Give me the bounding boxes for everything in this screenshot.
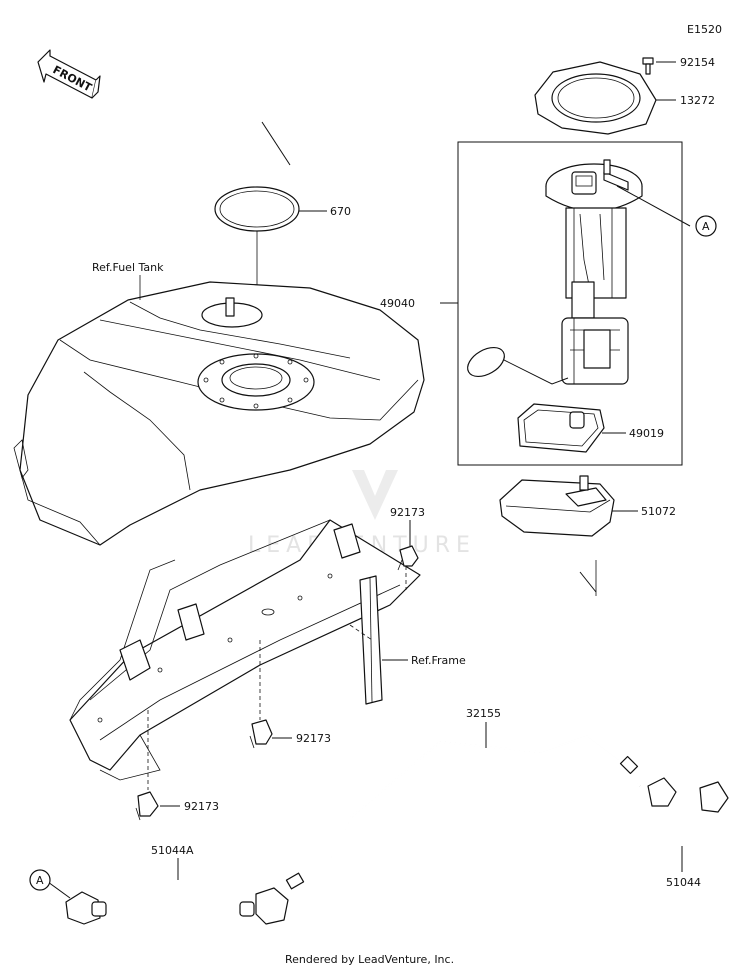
- hose-51044a: [47, 858, 289, 925]
- part-label-51072: 51072: [641, 505, 676, 518]
- fuel-line-32155: [285, 722, 641, 890]
- label-ref-fuel-tank: Ref.Fuel Tank: [92, 261, 164, 274]
- plate-13272: [534, 61, 676, 135]
- diagram-code: E1520: [687, 23, 722, 36]
- part-label-49019: 49019: [629, 427, 664, 440]
- clip-92173-mid: [249, 640, 292, 749]
- part-label-32155: 32155: [466, 707, 501, 720]
- callout-a-pump: A: [695, 215, 717, 237]
- clip-92173-top: [397, 520, 419, 590]
- label-ref-frame: Ref.Frame: [411, 654, 466, 667]
- clip-92173-low: [135, 710, 180, 821]
- front-arrow-icon: FRONT: [37, 49, 101, 99]
- filter-49019: [517, 403, 626, 453]
- part-label-92173-top: 92173: [390, 506, 425, 519]
- callout-a-hose: A: [29, 869, 51, 891]
- oring-670: [214, 121, 327, 370]
- protector-51072: [499, 475, 638, 596]
- part-label-92154: 92154: [680, 56, 715, 69]
- part-label-92173-mid: 92173: [296, 732, 331, 745]
- part-label-670: 670: [330, 205, 351, 218]
- fuel-tank: [13, 275, 425, 546]
- part-label-13272: 13272: [680, 94, 715, 107]
- frame: [69, 519, 421, 781]
- bolt-92154: [642, 57, 676, 75]
- pump-assembly-frame: [440, 141, 683, 466]
- hose-51044: [629, 777, 729, 872]
- callout-a-hose-text: A: [36, 874, 44, 887]
- part-label-92173-low: 92173: [184, 800, 219, 813]
- part-label-49040: 49040: [380, 297, 415, 310]
- footer-credit: Rendered by LeadVenture, Inc.: [285, 953, 454, 966]
- part-label-51044: 51044: [666, 876, 701, 889]
- part-label-51044a: 51044A: [151, 844, 194, 857]
- callout-a-pump-text: A: [702, 220, 710, 233]
- fuel-pump-module: [467, 159, 691, 385]
